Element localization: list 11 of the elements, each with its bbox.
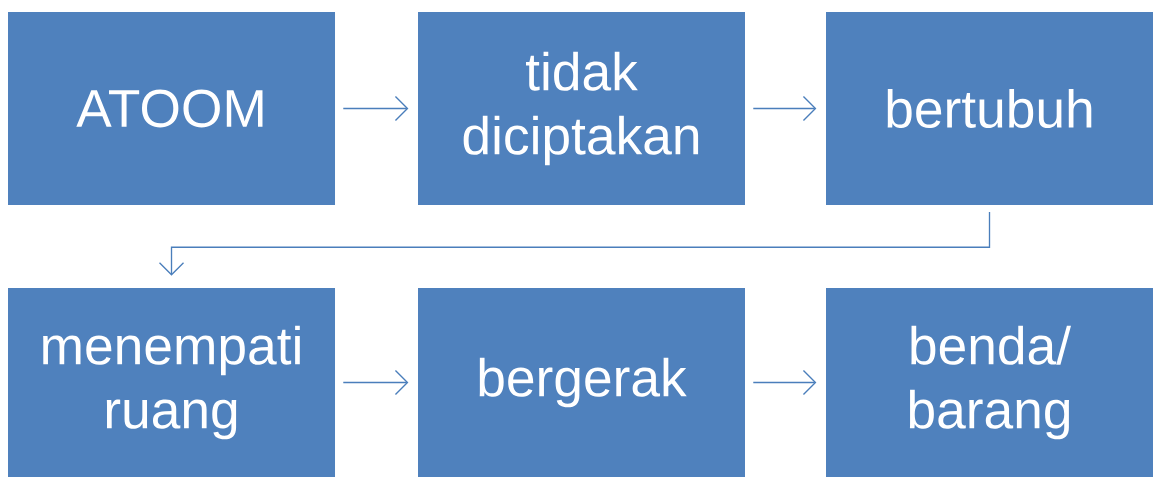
- process-box: ATOOM: [8, 12, 335, 205]
- arrow: [752, 369, 817, 396]
- arrow: [158, 211, 991, 276]
- process-box: benda/ barang: [826, 288, 1153, 477]
- process-box: bertubuh: [826, 12, 1153, 205]
- process-box: bergerak: [418, 288, 745, 477]
- process-box: tidak diciptakan: [418, 12, 745, 205]
- process-box: menempati ruang: [8, 288, 335, 477]
- arrow: [752, 95, 817, 122]
- arrow: [342, 369, 409, 396]
- arrow: [342, 95, 409, 122]
